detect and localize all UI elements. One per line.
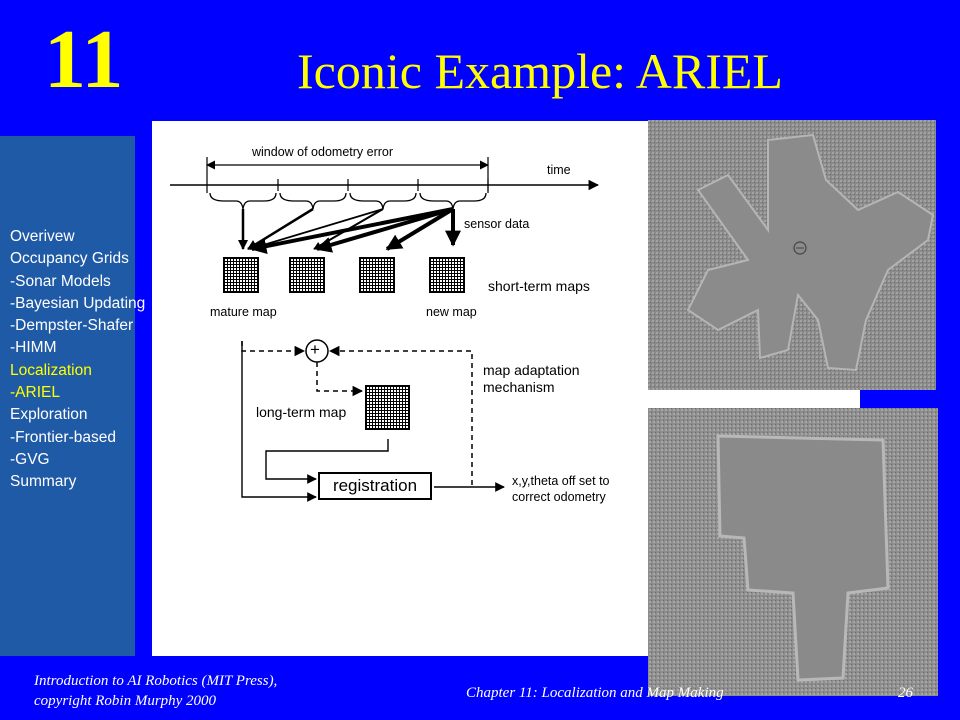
adaptation-label-line1: map adaptation bbox=[483, 362, 580, 378]
footer-credit-line1: Introduction to AI Robotics (MIT Press), bbox=[34, 673, 278, 689]
merge-to-longterm-line bbox=[316, 362, 364, 397]
sensor-brace-1 bbox=[209, 192, 277, 210]
sidebar-item-occupancy-grids[interactable]: Occupancy Grids bbox=[10, 250, 129, 268]
sensor-arrow-5 bbox=[315, 207, 454, 253]
long-term-map-grid bbox=[365, 385, 410, 430]
chapter-number: 11 bbox=[44, 13, 124, 106]
diagram-lines bbox=[170, 157, 600, 502]
occupancy-map-image-2 bbox=[648, 408, 938, 696]
longterm-to-registration-line bbox=[265, 439, 389, 484]
footer-credit: Introduction to AI Robotics (MIT Press),… bbox=[34, 671, 277, 711]
footer-chapter: Chapter 11: Localization and Map Making bbox=[466, 685, 724, 701]
sensor-arrow-3 bbox=[249, 208, 384, 251]
offset-label: x,y,theta off set to correct odometry bbox=[512, 473, 610, 505]
short-term-map-3 bbox=[359, 257, 395, 293]
adaptation-to-merge-line bbox=[328, 345, 473, 485]
sidebar-item-frontier-based[interactable]: -Frontier-based bbox=[10, 428, 116, 446]
sidebar-item-exploration[interactable]: Exploration bbox=[10, 406, 88, 424]
footer-page-number: 26 bbox=[898, 685, 913, 701]
new-map-grid bbox=[429, 257, 465, 293]
offset-label-line2: correct odometry bbox=[512, 490, 606, 504]
sensor-data-label: sensor data bbox=[464, 217, 530, 231]
short-term-maps-label: short-term maps bbox=[488, 278, 590, 294]
sidebar-item-ariel[interactable]: -ARIEL bbox=[10, 384, 60, 402]
sensor-brace-2 bbox=[279, 192, 347, 210]
sidebar-panel: Overivew Occupancy Grids -Sonar Models -… bbox=[0, 136, 145, 656]
adaptation-label: map adaptation mechanism bbox=[483, 362, 580, 396]
mature-map-label: mature map bbox=[210, 305, 277, 319]
mature-to-merge-line bbox=[241, 341, 306, 357]
sidebar-item-bayesian-updating[interactable]: -Bayesian Updating bbox=[10, 294, 146, 312]
sidebar-outline: Overivew Occupancy Grids -Sonar Models -… bbox=[10, 226, 166, 494]
new-map-label: new map bbox=[426, 305, 477, 319]
time-label: time bbox=[547, 163, 571, 177]
adaptation-label-line2: mechanism bbox=[483, 379, 555, 395]
short-term-map-2 bbox=[289, 257, 325, 293]
registration-box: registration bbox=[318, 472, 432, 500]
sidebar-item-summary[interactable]: Summary bbox=[10, 473, 77, 491]
sidebar-item-overview[interactable]: Overivew bbox=[10, 228, 75, 245]
plus-symbol: + bbox=[310, 340, 320, 359]
sidebar-item-himm[interactable]: -HIMM bbox=[10, 339, 57, 357]
long-term-map-label: long-term map bbox=[256, 404, 347, 420]
mature-to-registration-line bbox=[241, 341, 317, 502]
sensor-arrow-7 bbox=[385, 207, 455, 251]
sidebar-item-gvg[interactable]: -GVG bbox=[10, 450, 50, 468]
sidebar-item-localization[interactable]: Localization bbox=[10, 361, 92, 379]
sensor-brace-3 bbox=[349, 192, 417, 210]
sensor-arrow-6 bbox=[313, 208, 384, 250]
offset-label-line1: x,y,theta off set to bbox=[512, 474, 610, 488]
mature-map-grid bbox=[223, 257, 259, 293]
sensor-brace-4 bbox=[419, 192, 487, 210]
window-label: window of odometry error bbox=[252, 145, 394, 159]
sidebar-item-sonar-models[interactable]: -Sonar Models bbox=[10, 272, 111, 290]
occupancy-map-image-1 bbox=[648, 120, 936, 390]
slide-title: Iconic Example: ARIEL bbox=[297, 43, 783, 99]
footer-credit-line2: copyright Robin Murphy 2000 bbox=[34, 693, 217, 709]
sidebar-item-dempster-shafer[interactable]: -Dempster-Shafer bbox=[10, 317, 134, 335]
sensor-arrow-4 bbox=[250, 207, 454, 255]
